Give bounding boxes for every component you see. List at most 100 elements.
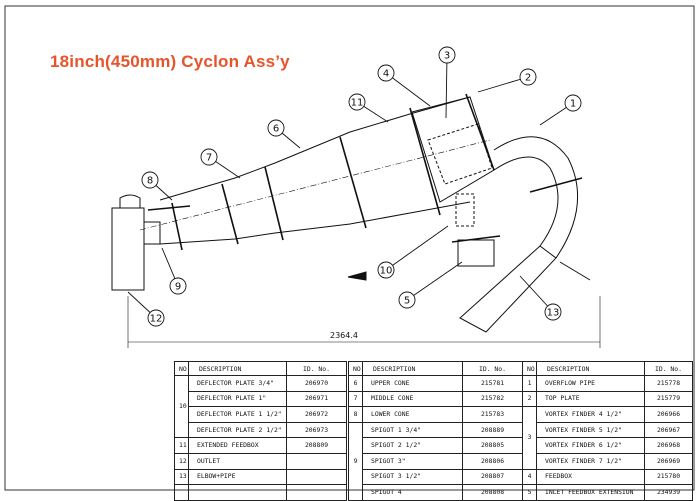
- table-row: DEFLECTOR PLATE 1"206971: [175, 390, 347, 408]
- flange-8: [171, 202, 183, 251]
- callout-label: 5: [404, 296, 410, 307]
- part-id: 206972: [286, 406, 347, 423]
- inlet-dashed: [455, 193, 475, 227]
- table-row: VORTEX FINDER 6 1/2"206968: [523, 437, 693, 454]
- callout-bubble: [519, 68, 537, 86]
- table-row: SPIGOT 3"208806: [349, 452, 523, 470]
- part-id: 215778: [644, 375, 693, 392]
- dimension-label: 2364.4: [330, 331, 358, 340]
- inlet-extension: [457, 239, 495, 267]
- direction-arrow: [347, 271, 367, 281]
- part-number: 6: [348, 375, 363, 392]
- flange-7: [221, 183, 239, 245]
- flange-6: [264, 166, 284, 241]
- header-id: ID. No.: [286, 361, 347, 376]
- callout-bubble: [169, 277, 187, 295]
- part-id: 208889: [462, 421, 523, 439]
- part-number: 7: [348, 390, 363, 408]
- callout-label: 10: [380, 266, 393, 277]
- part-number: 8: [348, 406, 363, 423]
- part-description: SPIGOT 4: [362, 484, 463, 501]
- callout-leader: [385, 72, 431, 107]
- part-id: 215781: [462, 375, 523, 392]
- callout-bubble: [377, 261, 395, 279]
- part-description: [188, 484, 287, 501]
- part-description: UPPER CONE: [362, 375, 463, 392]
- part-id: 208809: [286, 437, 347, 454]
- callout-bubble: [141, 171, 159, 189]
- part-number: 5: [522, 484, 537, 501]
- part-id: 215779: [644, 390, 693, 408]
- outlet-leader: [559, 261, 591, 281]
- outlet-handle: [119, 194, 141, 208]
- callout-bubble: [147, 309, 165, 327]
- part-description: OUTLET: [188, 452, 287, 470]
- callout-label: 3: [444, 51, 450, 62]
- part-description: SPIGOT 2 1/2": [362, 437, 463, 454]
- cone-lower-edge: [159, 201, 471, 245]
- part-id: [286, 452, 347, 470]
- callout-bubble: [544, 303, 562, 321]
- part-number: 4: [522, 468, 537, 486]
- part-id: 208805: [462, 437, 523, 454]
- header-no: NO: [174, 361, 189, 376]
- part-id: 206970: [286, 375, 347, 392]
- callout-bubble: [348, 93, 366, 111]
- part-description: TOP PLATE: [536, 390, 645, 408]
- callout-leader: [385, 225, 449, 271]
- part-description: VORTEX FINDER 4 1/2": [536, 406, 645, 423]
- part-description: SPIGOT 3": [362, 452, 463, 470]
- table-row: DEFLECTOR PLATE 1 1/2"206972: [175, 406, 347, 423]
- table-row: SPIGOT 3 1/2"208807: [349, 468, 523, 486]
- header-description: DESCRIPTION: [188, 361, 287, 376]
- table-row: VORTEX FINDER 5 1/2"206967: [523, 421, 693, 439]
- callout-bubble: [438, 46, 456, 64]
- callout-label: 11: [351, 98, 364, 109]
- part-description: VORTEX FINDER 5 1/2": [536, 421, 645, 439]
- part-number: 9: [348, 421, 363, 501]
- table-row: SPIGOT 2 1/2"208805: [349, 437, 523, 454]
- part-description: DEFLECTOR PLATE 1": [188, 390, 287, 408]
- callout-bubble: [398, 291, 416, 309]
- part-description: VORTEX FINDER 6 1/2": [536, 437, 645, 454]
- part-number: 10: [174, 374, 189, 439]
- inlet-flange: [451, 235, 501, 243]
- table-row: VORTEX FINDER 7 1/2"206969: [523, 452, 693, 470]
- callout-label: 8: [147, 176, 153, 187]
- callout-bubble: [377, 64, 395, 82]
- callout-label: 12: [150, 314, 163, 325]
- part-description: DEFLECTOR PLATE 1 1/2": [188, 406, 287, 423]
- header-id: ID. No.: [462, 361, 523, 376]
- spigot-flange: [147, 205, 191, 211]
- part-description: ELBOW+PIPE: [188, 468, 287, 486]
- vortex-finder: [427, 123, 493, 185]
- callout-leader: [477, 76, 529, 93]
- part-description: VORTEX FINDER 7 1/2": [536, 452, 645, 470]
- part-id: 206968: [644, 437, 693, 454]
- callout-label: 2: [525, 73, 531, 84]
- overflow-elbow-inner: [493, 156, 559, 247]
- elbow-flange: [529, 177, 583, 193]
- part-number: 11: [174, 437, 189, 454]
- header-no: NO: [522, 361, 537, 376]
- part-id: 206973: [286, 421, 347, 439]
- part-id: 234939: [644, 484, 693, 501]
- header-description: DESCRIPTION: [362, 361, 463, 376]
- part-number: 1: [522, 375, 537, 392]
- callout-label: 9: [175, 282, 181, 293]
- flange-4: [409, 107, 441, 216]
- table-row: DEFLECTOR PLATE 2 1/2"206973: [175, 421, 347, 439]
